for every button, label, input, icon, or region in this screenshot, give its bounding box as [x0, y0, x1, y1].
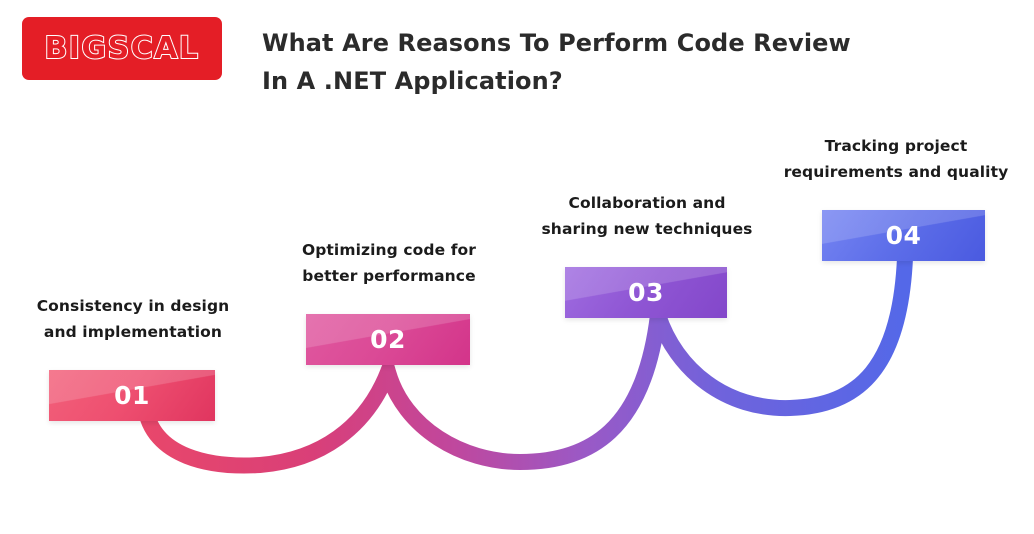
step-02-label: Optimizing code for better performance — [268, 237, 510, 289]
step-04-label-line-2: requirements and quality — [783, 163, 1009, 181]
page-title-line-1: What Are Reasons To Perform Code Review — [262, 29, 851, 57]
step-03-label: Collaboration and sharing new techniques — [525, 190, 769, 242]
step-01-label-line-1: Consistency in design — [36, 297, 230, 315]
page-header: BIGSCAL What Are Reasons To Perform Code… — [0, 0, 1034, 110]
step-03-label-line-1: Collaboration and — [568, 194, 726, 212]
step-02-card[interactable]: 02 — [306, 314, 470, 365]
step-04-card[interactable]: 04 — [822, 210, 985, 261]
step-01-label-line-2: and implementation — [43, 323, 223, 341]
step-01-number: 01 — [114, 381, 150, 410]
step-03-card[interactable]: 03 — [565, 267, 727, 318]
page-title: What Are Reasons To Perform Code Review … — [262, 24, 962, 100]
step-03-label-line-2: sharing new techniques — [541, 220, 753, 238]
steps-flow: Consistency in design and implementation… — [0, 110, 1034, 534]
wave-path — [137, 250, 913, 474]
page-title-line-2: In A .NET Application? — [262, 67, 563, 95]
step-02-label-line-2: better performance — [302, 267, 476, 285]
bigscal-logo: BIGSCAL — [22, 17, 222, 80]
step-01-label: Consistency in design and implementation — [10, 293, 256, 345]
step-04-label-line-1: Tracking project — [824, 137, 968, 155]
step-04-number: 04 — [885, 221, 922, 250]
step-04-label: Tracking project requirements and qualit… — [760, 133, 1032, 185]
step-03-number: 03 — [628, 278, 664, 307]
step-02-number: 02 — [370, 325, 406, 354]
step-02-label-line-1: Optimizing code for — [301, 241, 477, 259]
wave-connector — [137, 250, 913, 474]
step-01-card[interactable]: 01 — [49, 370, 215, 421]
logo-text: BIGSCAL — [43, 30, 200, 66]
